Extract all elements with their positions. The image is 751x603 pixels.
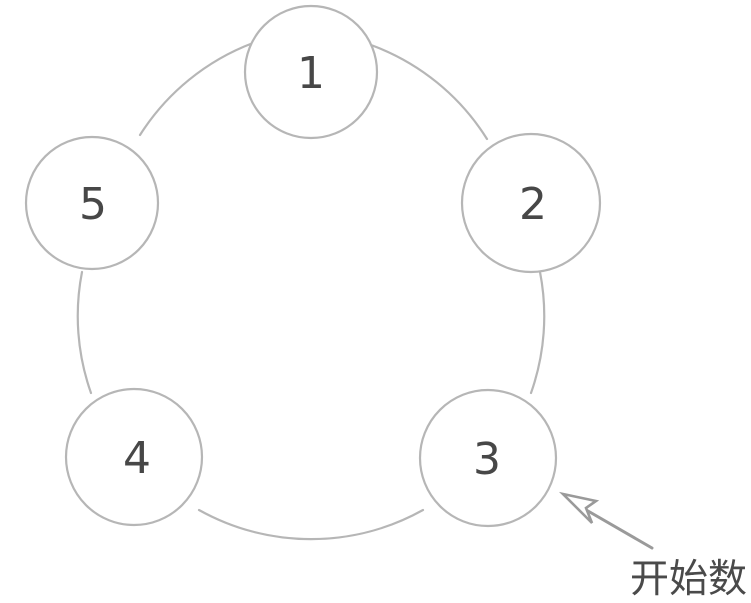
arc-4-to-5 bbox=[76, 270, 93, 395]
ring-arcs bbox=[76, 41, 546, 541]
node-circle-4[interactable] bbox=[64, 387, 204, 527]
node-circle-1[interactable] bbox=[243, 4, 379, 140]
arc-5-to-1 bbox=[138, 41, 255, 137]
node-label-5: 5 bbox=[79, 179, 107, 230]
node-label-4: 4 bbox=[123, 433, 151, 484]
node-circle-2[interactable] bbox=[460, 132, 602, 274]
arc-2-to-3 bbox=[529, 270, 546, 395]
start-annotation-arrow bbox=[558, 491, 654, 550]
arrow-head-icon bbox=[558, 491, 600, 524]
node-group-5[interactable]: 5 bbox=[24, 135, 160, 271]
start-annotation-label: 开始数 bbox=[630, 557, 747, 602]
node-group-4[interactable]: 4 bbox=[64, 387, 204, 527]
node-circle-3[interactable] bbox=[418, 388, 558, 528]
node-circle-5[interactable] bbox=[24, 135, 160, 271]
node-label-3: 3 bbox=[473, 434, 501, 485]
arc-1-to-2 bbox=[369, 43, 489, 141]
arrow-shaft bbox=[586, 509, 654, 550]
node-group-2[interactable]: 2 bbox=[460, 132, 602, 274]
arc-3-to-4 bbox=[197, 508, 425, 541]
node-group-3[interactable]: 3 bbox=[418, 388, 558, 528]
node-label-2: 2 bbox=[519, 179, 547, 230]
node-label-1: 1 bbox=[297, 48, 325, 99]
node-group-1[interactable]: 1 bbox=[243, 4, 379, 140]
